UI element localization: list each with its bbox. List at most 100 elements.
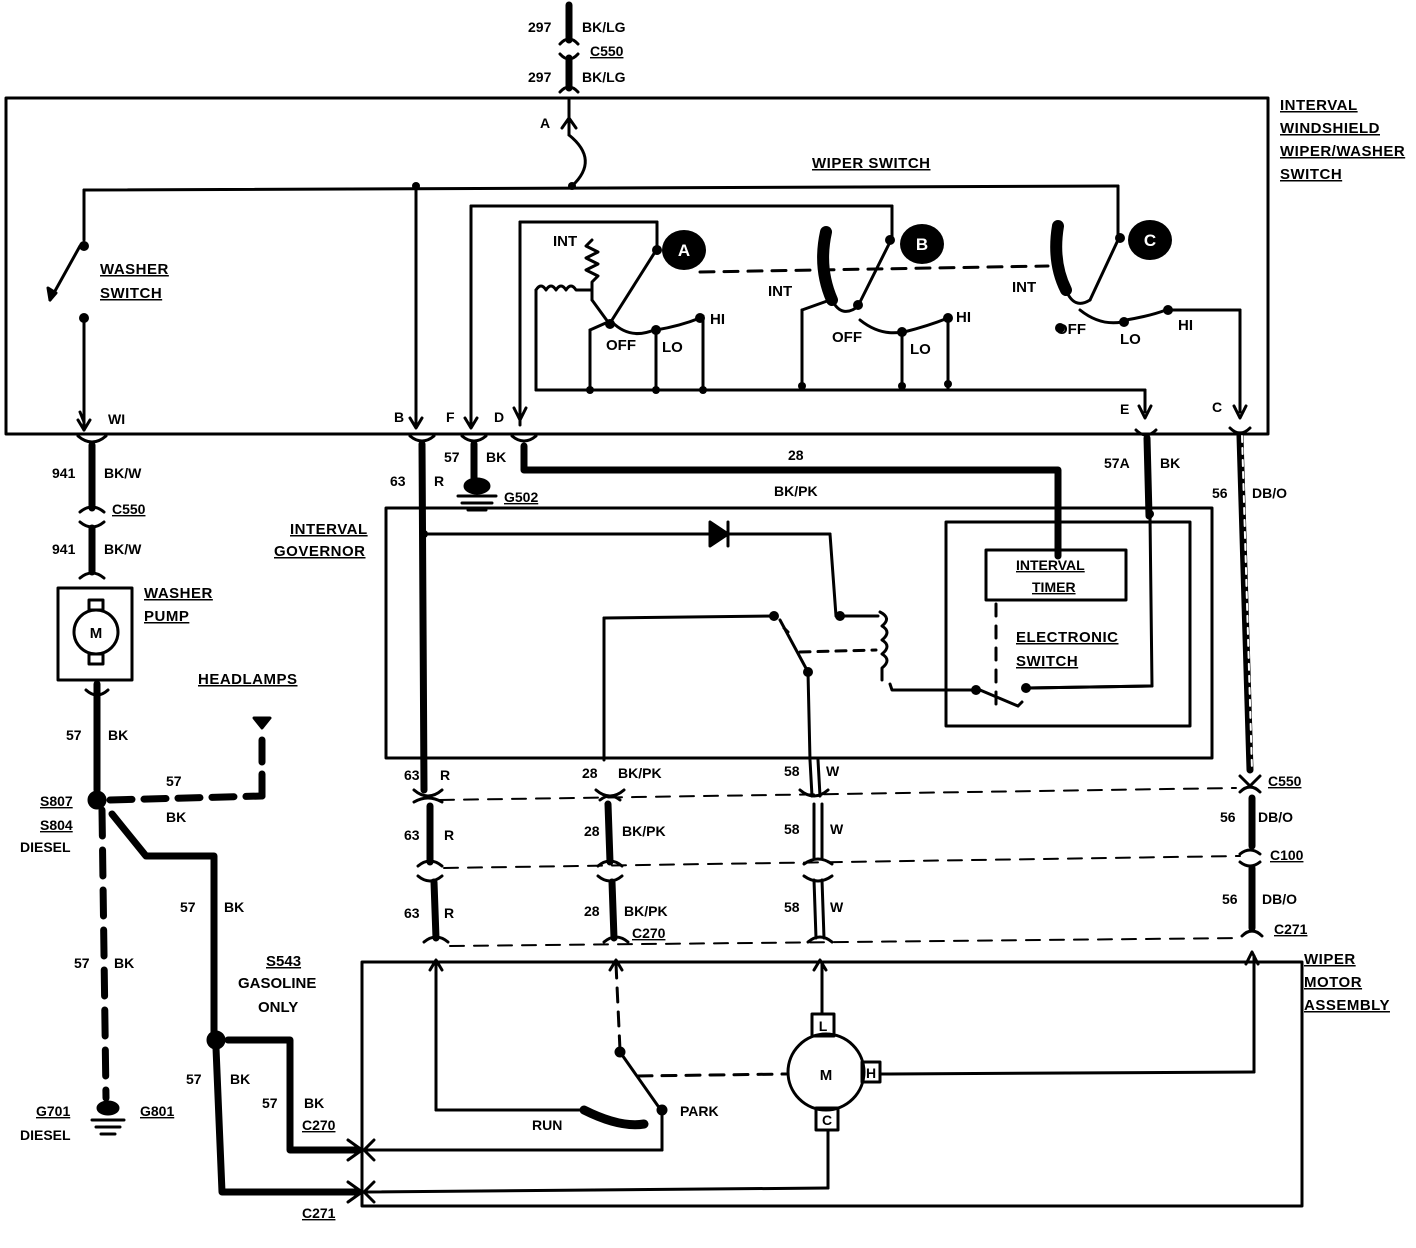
feed-color-top: BK/LG: [582, 19, 626, 35]
ground-g701: G701: [36, 1103, 70, 1119]
feed-color-bottom: BK/LG: [582, 69, 626, 85]
w58-mid-circuit: 58: [784, 821, 800, 837]
wiper-motor-label-1: WIPER: [1304, 951, 1356, 968]
switch-title-line3: WIPER/WASHER: [1280, 143, 1405, 160]
badge-c-text: C: [1144, 231, 1156, 250]
switch-title-line4: SWITCH: [1280, 166, 1342, 183]
bkpk-28-gov-circuit: 28: [582, 765, 598, 781]
pin-d: D: [494, 409, 504, 425]
switch-title-line1: INTERVAL: [1280, 97, 1358, 114]
badge-a: [662, 230, 706, 270]
r63-mid-circuit: 63: [404, 827, 420, 843]
bkpk-28-bot-circuit: 28: [584, 903, 600, 919]
ground-57-circuit: 57: [444, 449, 460, 465]
dbo-56-bot-color: DB/O: [1262, 891, 1297, 907]
dbo-56-top-color: DB/O: [1252, 485, 1287, 501]
washer-pump-label-2: PUMP: [144, 608, 189, 625]
bkpk-28-gov-color: BK/PK: [618, 765, 662, 781]
w58-mid-color: W: [830, 821, 844, 837]
c270-motor-label: C270: [632, 925, 666, 941]
washer-pump: [56, 586, 134, 682]
wire-941-top-color: BK/W: [104, 465, 142, 481]
pin-f: F: [446, 409, 455, 425]
dbo-56-bot-circuit: 56: [1222, 891, 1238, 907]
wiper-motor-box: [360, 960, 1304, 1208]
motor-symbol: M: [820, 1067, 833, 1084]
section-a-int: INT: [553, 233, 577, 250]
feed-circuit-bottom: 297: [528, 69, 552, 85]
c270-57-circuit: 57: [262, 1095, 278, 1111]
pin-wi: WI: [108, 411, 125, 427]
badge-b: [900, 224, 944, 264]
washer-circuit: [76, 434, 110, 794]
circuit-56-wire: [878, 426, 1264, 1076]
wiper-switch-label: WIPER SWITCH: [812, 155, 931, 172]
contact-dots: [79, 182, 1173, 695]
headlamp-57-color: BK: [166, 809, 186, 825]
section-a-lo: LO: [662, 339, 683, 356]
bkpk-28-mid-color: BK/PK: [622, 823, 666, 839]
headlamp-57-circuit: 57: [166, 773, 182, 789]
washer-switch-contacts: [46, 188, 86, 424]
badge-b-text: B: [916, 235, 928, 254]
bkpk-28-color: BK/PK: [774, 483, 818, 499]
section-b-hi: HI: [956, 309, 971, 326]
bk-57a-circuit: 57A: [1104, 455, 1130, 471]
circuit-28-motor-wire: [362, 788, 788, 1152]
wiper-motor-label-2: MOTOR: [1304, 974, 1362, 991]
w58-bot-color: W: [830, 899, 844, 915]
wiper-motor-label-3: ASSEMBLY: [1304, 997, 1390, 1014]
section-c-hi: HI: [1178, 317, 1193, 334]
s543-note-2: ONLY: [258, 999, 298, 1016]
feed-connector: C550: [590, 43, 624, 59]
gas-57-lower-color: BK: [230, 1071, 250, 1087]
wire-941-bottom-circuit: 941: [52, 541, 76, 557]
g701-diesel-note: DIESEL: [20, 1127, 71, 1143]
r63-gov-circuit: 63: [404, 767, 420, 783]
circuit-63-wire: [408, 434, 584, 1112]
wire-941-top-circuit: 941: [52, 465, 76, 481]
wire-941-bottom-color: BK/W: [104, 541, 142, 557]
headlamps-label: HEADLAMPS: [198, 671, 298, 688]
ground-g801: G801: [140, 1103, 174, 1119]
section-b-int: INT: [768, 283, 792, 300]
switch-pin-arrows: [76, 398, 1248, 432]
feed-circuit-top: 297: [528, 19, 552, 35]
ground-routing: [87, 716, 376, 1204]
feed-297-wire: [558, 1, 587, 188]
motor-run-label: RUN: [532, 1117, 562, 1133]
interval-governor-box: [384, 506, 1214, 760]
labels: 297 BK/LG C550 297 BK/LG A INTERVAL WIND…: [20, 19, 1405, 1221]
splice-s804: S804: [40, 817, 73, 833]
switch-badges: [662, 220, 1172, 270]
ground-57-wire: [456, 434, 498, 512]
gas-57-lower-circuit: 57: [186, 1071, 202, 1087]
washer-switch-label-2: SWITCH: [100, 285, 162, 302]
badge-c: [1128, 220, 1172, 260]
electronic-switch-label-2: SWITCH: [1016, 653, 1078, 670]
switch-enclosure: [4, 96, 1270, 436]
ground-57-color: BK: [486, 449, 506, 465]
c270-57-color: BK: [304, 1095, 324, 1111]
section-a-off: OFF: [606, 337, 636, 354]
governor-label-1: INTERVAL: [290, 521, 368, 538]
dbo-56-top-circuit: 56: [1212, 485, 1228, 501]
ground-g502: G502: [504, 489, 538, 505]
governor-internals: [422, 520, 1152, 762]
interval-timer-label-1: INTERVAL: [1016, 557, 1085, 573]
pin-e: E: [1120, 401, 1129, 417]
wiper-motor: [362, 1012, 882, 1194]
circuit-28-wire: [510, 434, 1062, 560]
pin-c: C: [1212, 399, 1222, 415]
gas-57-upper-circuit: 57: [180, 899, 196, 915]
s543-note-1: GASOLINE: [238, 975, 316, 992]
diesel-57-color: BK: [114, 955, 134, 971]
washer-pump-label-1: WASHER: [144, 585, 213, 602]
section-b-lo: LO: [910, 341, 931, 358]
motor-terminal-h: H: [866, 1065, 876, 1081]
washer-switch-label-1: WASHER: [100, 261, 169, 278]
r63-top-color: R: [434, 473, 444, 489]
r63-top-circuit: 63: [390, 473, 406, 489]
r63-bot-circuit: 63: [404, 905, 420, 921]
